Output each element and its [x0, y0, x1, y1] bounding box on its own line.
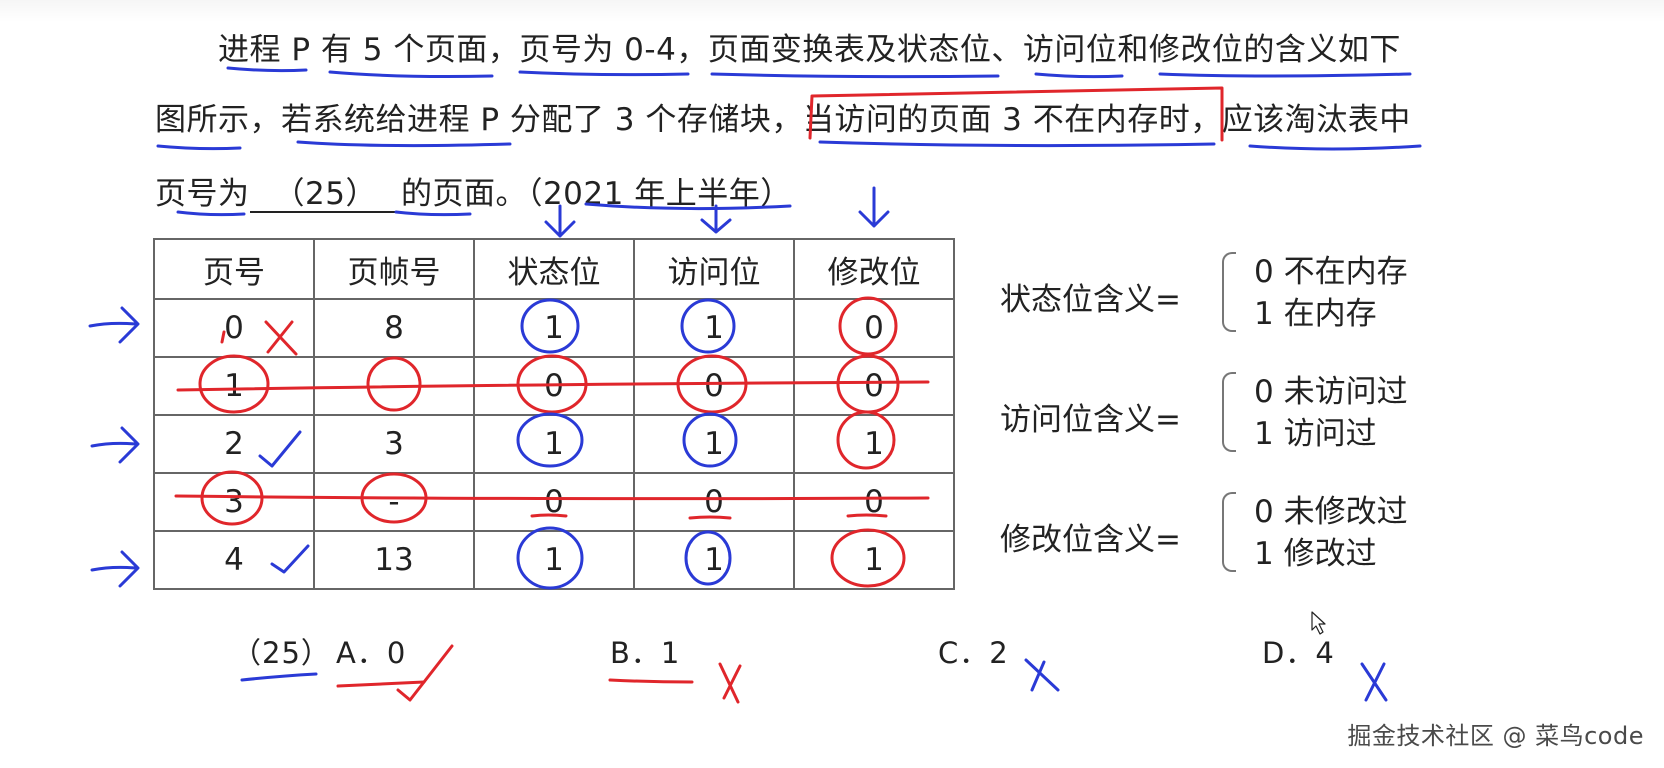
- legend-option: 0 不在内存: [1254, 254, 1408, 290]
- option-b[interactable]: B．1: [610, 636, 681, 670]
- table-cell: 1: [633, 530, 795, 590]
- table-cell: 13: [313, 530, 475, 590]
- header-modify-bit: 修改位: [793, 238, 955, 300]
- legend-option: 1 访问过: [1254, 416, 1377, 452]
- table-cell: 0: [473, 356, 635, 416]
- header-access-bit: 访问位: [633, 238, 795, 300]
- option-d[interactable]: D．4: [1262, 636, 1335, 670]
- table-cell: 1: [793, 414, 955, 474]
- cross-icon: [718, 662, 742, 704]
- legend-option: 0 未修改过: [1254, 494, 1408, 530]
- cross-icon: [1360, 662, 1388, 702]
- table-cell: 1: [473, 414, 635, 474]
- table-cell: 1: [473, 530, 635, 590]
- table-cell: 0: [473, 472, 635, 532]
- table-cell: 0: [633, 472, 795, 532]
- legend-option: 1 在内存: [1254, 296, 1377, 332]
- legend-option: 0 未访问过: [1254, 374, 1408, 410]
- watermark: 掘金技术社区 @ 菜鸟code: [1347, 722, 1644, 750]
- table-cell: 0: [793, 356, 955, 416]
- table-cell: 4: [153, 530, 315, 590]
- header-frame-number: 页帧号: [313, 238, 475, 300]
- table-cell: 0: [793, 472, 955, 532]
- table-cell: 0: [793, 298, 955, 358]
- table-cell: 0: [633, 356, 795, 416]
- table-header-row: 页号 页帧号 状态位 访问位 修改位: [153, 238, 955, 300]
- legend-label: 访问位含义=: [1000, 402, 1181, 438]
- legend-option: 1 修改过: [1254, 536, 1377, 572]
- header-status-bit: 状态位: [473, 238, 635, 300]
- legend-label: 状态位含义=: [1000, 282, 1181, 318]
- option-a[interactable]: A．0: [336, 636, 407, 670]
- question-line-2: 图所示，若系统给进程 P 分配了 3 个存储块，当访问的页面 3 不在内存时，应…: [155, 102, 1411, 138]
- table-cell: 3: [153, 472, 315, 532]
- table-row: 0 8 1 1 0: [153, 298, 955, 358]
- header-page-number: 页号: [153, 238, 315, 300]
- brace-icon: [1222, 492, 1236, 572]
- question-line-3-start: 页号为: [155, 176, 250, 212]
- answer-blank: （25）: [249, 177, 401, 213]
- table-cell: 1: [153, 356, 315, 416]
- table-cell: 1: [633, 298, 795, 358]
- legend-label: 修改位含义=: [1000, 522, 1181, 558]
- brace-icon: [1222, 372, 1236, 452]
- table-cell: [313, 356, 475, 416]
- cross-icon: [1024, 658, 1060, 692]
- table-cell: 1: [793, 530, 955, 590]
- table-cell: 3: [313, 414, 475, 474]
- option-marks: [240, 644, 1388, 704]
- question-line-3: 页号为（25）的页面。（2021 年上半年）: [155, 168, 792, 213]
- question-number: （25）: [232, 636, 331, 670]
- table-cell: 0: [153, 298, 315, 358]
- question-line-1: 进程 P 有 5 个页面，页号为 0-4，页面变换表及状态位、访问位和修改位的含…: [218, 32, 1401, 68]
- table-cell: -: [313, 472, 475, 532]
- table-row: 1 0 0 0: [153, 356, 955, 416]
- brace-icon: [1222, 252, 1236, 332]
- table-row: 4 13 1 1 1: [153, 530, 955, 590]
- table-row: 2 3 1 1 1: [153, 414, 955, 474]
- option-c[interactable]: C．2: [938, 636, 1009, 670]
- right-arrow-icons: [88, 306, 140, 588]
- table-cell: 2: [153, 414, 315, 474]
- table-row: 3 - 0 0 0: [153, 472, 955, 532]
- table-cell: 1: [473, 298, 635, 358]
- question-line-3-end: 的页面。（2021 年上半年）: [400, 176, 792, 212]
- table-cell: 8: [313, 298, 475, 358]
- page-table: 页号 页帧号 状态位 访问位 修改位 0 8 1 1 0 1 0 0 0 2 3…: [153, 238, 955, 590]
- table-cell: 1: [633, 414, 795, 474]
